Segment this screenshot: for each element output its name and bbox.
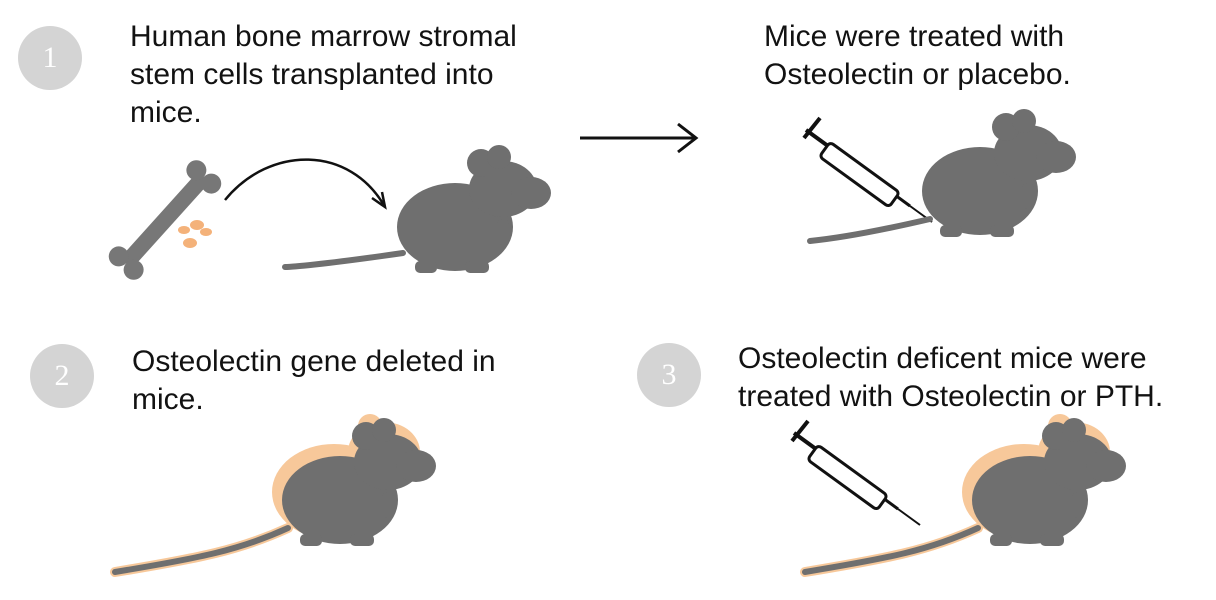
stem-cells-icon: [178, 220, 212, 248]
step-2-caption: Osteolectin gene deleted in mice.: [132, 345, 496, 416]
step-badge-1: 1: [18, 26, 82, 90]
mouse-icon: [282, 145, 551, 273]
syringe-icon: [790, 419, 922, 527]
step-1-caption: Human bone marrow stromal stem cells tra…: [130, 20, 517, 129]
step-1b-caption: Mice were treated with Osteolectin or pl…: [764, 20, 1071, 91]
curved-arrow-icon: [224, 158, 387, 208]
mouse-icon: [807, 109, 1076, 244]
syringe-icon: [802, 116, 934, 224]
bone-icon: [108, 160, 222, 280]
mouse-icon: [800, 414, 1126, 577]
step-3-caption: Osteolectin deficent mice were treated w…: [738, 342, 1164, 413]
step-badge-2: 2: [30, 344, 94, 408]
step-badge-3: 3: [637, 343, 701, 407]
mouse-icon: [110, 414, 436, 577]
arrow-icon: [580, 122, 699, 154]
